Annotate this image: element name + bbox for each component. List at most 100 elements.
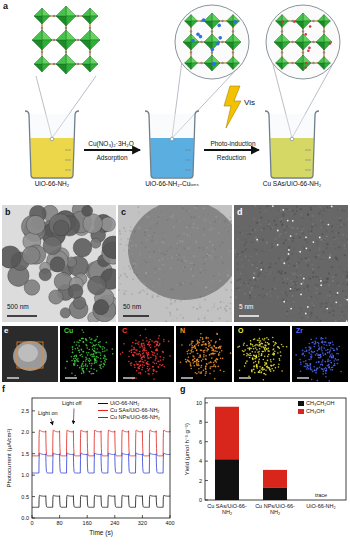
tem-noise bbox=[257, 286, 259, 288]
element-signal bbox=[196, 362, 198, 364]
tem-noise bbox=[206, 287, 208, 289]
copper-single-atom bbox=[329, 42, 332, 45]
tem-noise bbox=[244, 293, 246, 295]
element-signal bbox=[209, 368, 211, 370]
element-signal bbox=[215, 350, 217, 352]
element-signal bbox=[201, 372, 203, 374]
element-signal bbox=[209, 342, 211, 344]
zr-oxo-cluster bbox=[295, 63, 303, 71]
tem-noise bbox=[192, 280, 194, 282]
tem-noise bbox=[120, 239, 122, 241]
tem-noise bbox=[244, 282, 246, 284]
tem-noise bbox=[347, 218, 348, 220]
tem-noise bbox=[347, 239, 348, 241]
nanoparticle bbox=[93, 299, 108, 314]
tem-noise bbox=[145, 276, 147, 278]
tem-noise bbox=[218, 232, 220, 234]
particle-body bbox=[128, 205, 232, 300]
tem-noise bbox=[148, 235, 150, 237]
single-atom-dot bbox=[331, 206, 333, 208]
tem-noise bbox=[322, 214, 324, 216]
element-signal bbox=[141, 343, 143, 345]
tem-noise bbox=[292, 237, 294, 239]
tem-noise bbox=[274, 288, 276, 290]
element-signal bbox=[72, 349, 74, 351]
element-signal bbox=[250, 344, 252, 346]
element-signal bbox=[100, 361, 102, 363]
element-signal bbox=[94, 355, 96, 357]
element-signal bbox=[211, 348, 213, 350]
element-signal bbox=[106, 349, 108, 351]
element-signal bbox=[201, 344, 203, 346]
element-signal bbox=[91, 356, 93, 358]
zr-oxo-cluster bbox=[183, 42, 191, 50]
zr-oxo-cluster bbox=[42, 8, 50, 16]
tem-noise bbox=[269, 273, 271, 275]
element-signal bbox=[148, 373, 150, 375]
tem-noise bbox=[322, 221, 324, 223]
element-signal bbox=[223, 371, 225, 373]
tem-noise bbox=[320, 220, 322, 222]
element-signal bbox=[143, 343, 145, 345]
tem-noise bbox=[290, 213, 292, 215]
copper-ion bbox=[216, 42, 220, 46]
tem-noise bbox=[329, 295, 331, 297]
tem-noise bbox=[203, 208, 205, 210]
tem-noise bbox=[208, 214, 210, 216]
tem-noise bbox=[230, 261, 232, 263]
tem-noise bbox=[289, 298, 291, 300]
tem-noise bbox=[286, 311, 288, 313]
tem-noise bbox=[237, 263, 239, 265]
tem-noise bbox=[256, 231, 258, 233]
element-signal bbox=[146, 340, 148, 342]
tem-noise bbox=[314, 310, 316, 312]
tem-noise bbox=[119, 230, 121, 232]
zr-oxo-cluster bbox=[303, 21, 311, 29]
tem-noise bbox=[310, 278, 312, 280]
zr-oxo-cluster bbox=[225, 42, 233, 50]
tem-noise bbox=[279, 219, 281, 221]
map-tile bbox=[60, 326, 116, 382]
element-signal bbox=[80, 348, 82, 350]
tem-noise bbox=[269, 291, 271, 293]
element-signal bbox=[203, 370, 205, 372]
scale-bar bbox=[7, 315, 37, 317]
tem-noise bbox=[223, 302, 225, 304]
tem-noise bbox=[203, 228, 205, 230]
element-signal bbox=[140, 360, 142, 362]
element-signal bbox=[162, 351, 164, 353]
tem-noise bbox=[193, 264, 195, 266]
element-signal bbox=[268, 343, 270, 345]
element-signal bbox=[191, 351, 193, 353]
tem-noise bbox=[156, 242, 158, 244]
element-signal bbox=[145, 329, 147, 331]
element-signal bbox=[213, 345, 215, 347]
zr-oxo-cluster bbox=[66, 64, 76, 74]
tem-noise bbox=[182, 207, 184, 209]
tem-noise bbox=[249, 259, 251, 261]
tem-noise bbox=[312, 272, 314, 274]
tem-noise bbox=[307, 264, 309, 266]
tem-noise bbox=[332, 318, 334, 320]
tem-noise bbox=[299, 307, 301, 309]
zr-oxo-cluster bbox=[227, 21, 233, 27]
tem-noise bbox=[292, 240, 294, 242]
tem-noise bbox=[141, 252, 143, 254]
tem-noise bbox=[164, 264, 166, 266]
tem-noise bbox=[287, 278, 289, 280]
element-signal bbox=[258, 361, 260, 363]
tem-noise bbox=[258, 219, 260, 221]
element-signal bbox=[156, 353, 158, 355]
tem-noise bbox=[138, 226, 140, 228]
nanoparticle bbox=[87, 276, 106, 295]
tem-noise bbox=[272, 288, 274, 290]
tem-noise bbox=[227, 269, 229, 271]
element-signal bbox=[205, 369, 207, 371]
zr-oxo-cluster bbox=[90, 40, 100, 50]
tem-noise bbox=[212, 250, 214, 252]
zr-oxo-cluster bbox=[227, 15, 233, 21]
element-signal bbox=[139, 361, 141, 363]
element-signal bbox=[280, 355, 282, 357]
tem-noise bbox=[278, 258, 280, 260]
zr-oxo-cluster bbox=[183, 34, 191, 42]
